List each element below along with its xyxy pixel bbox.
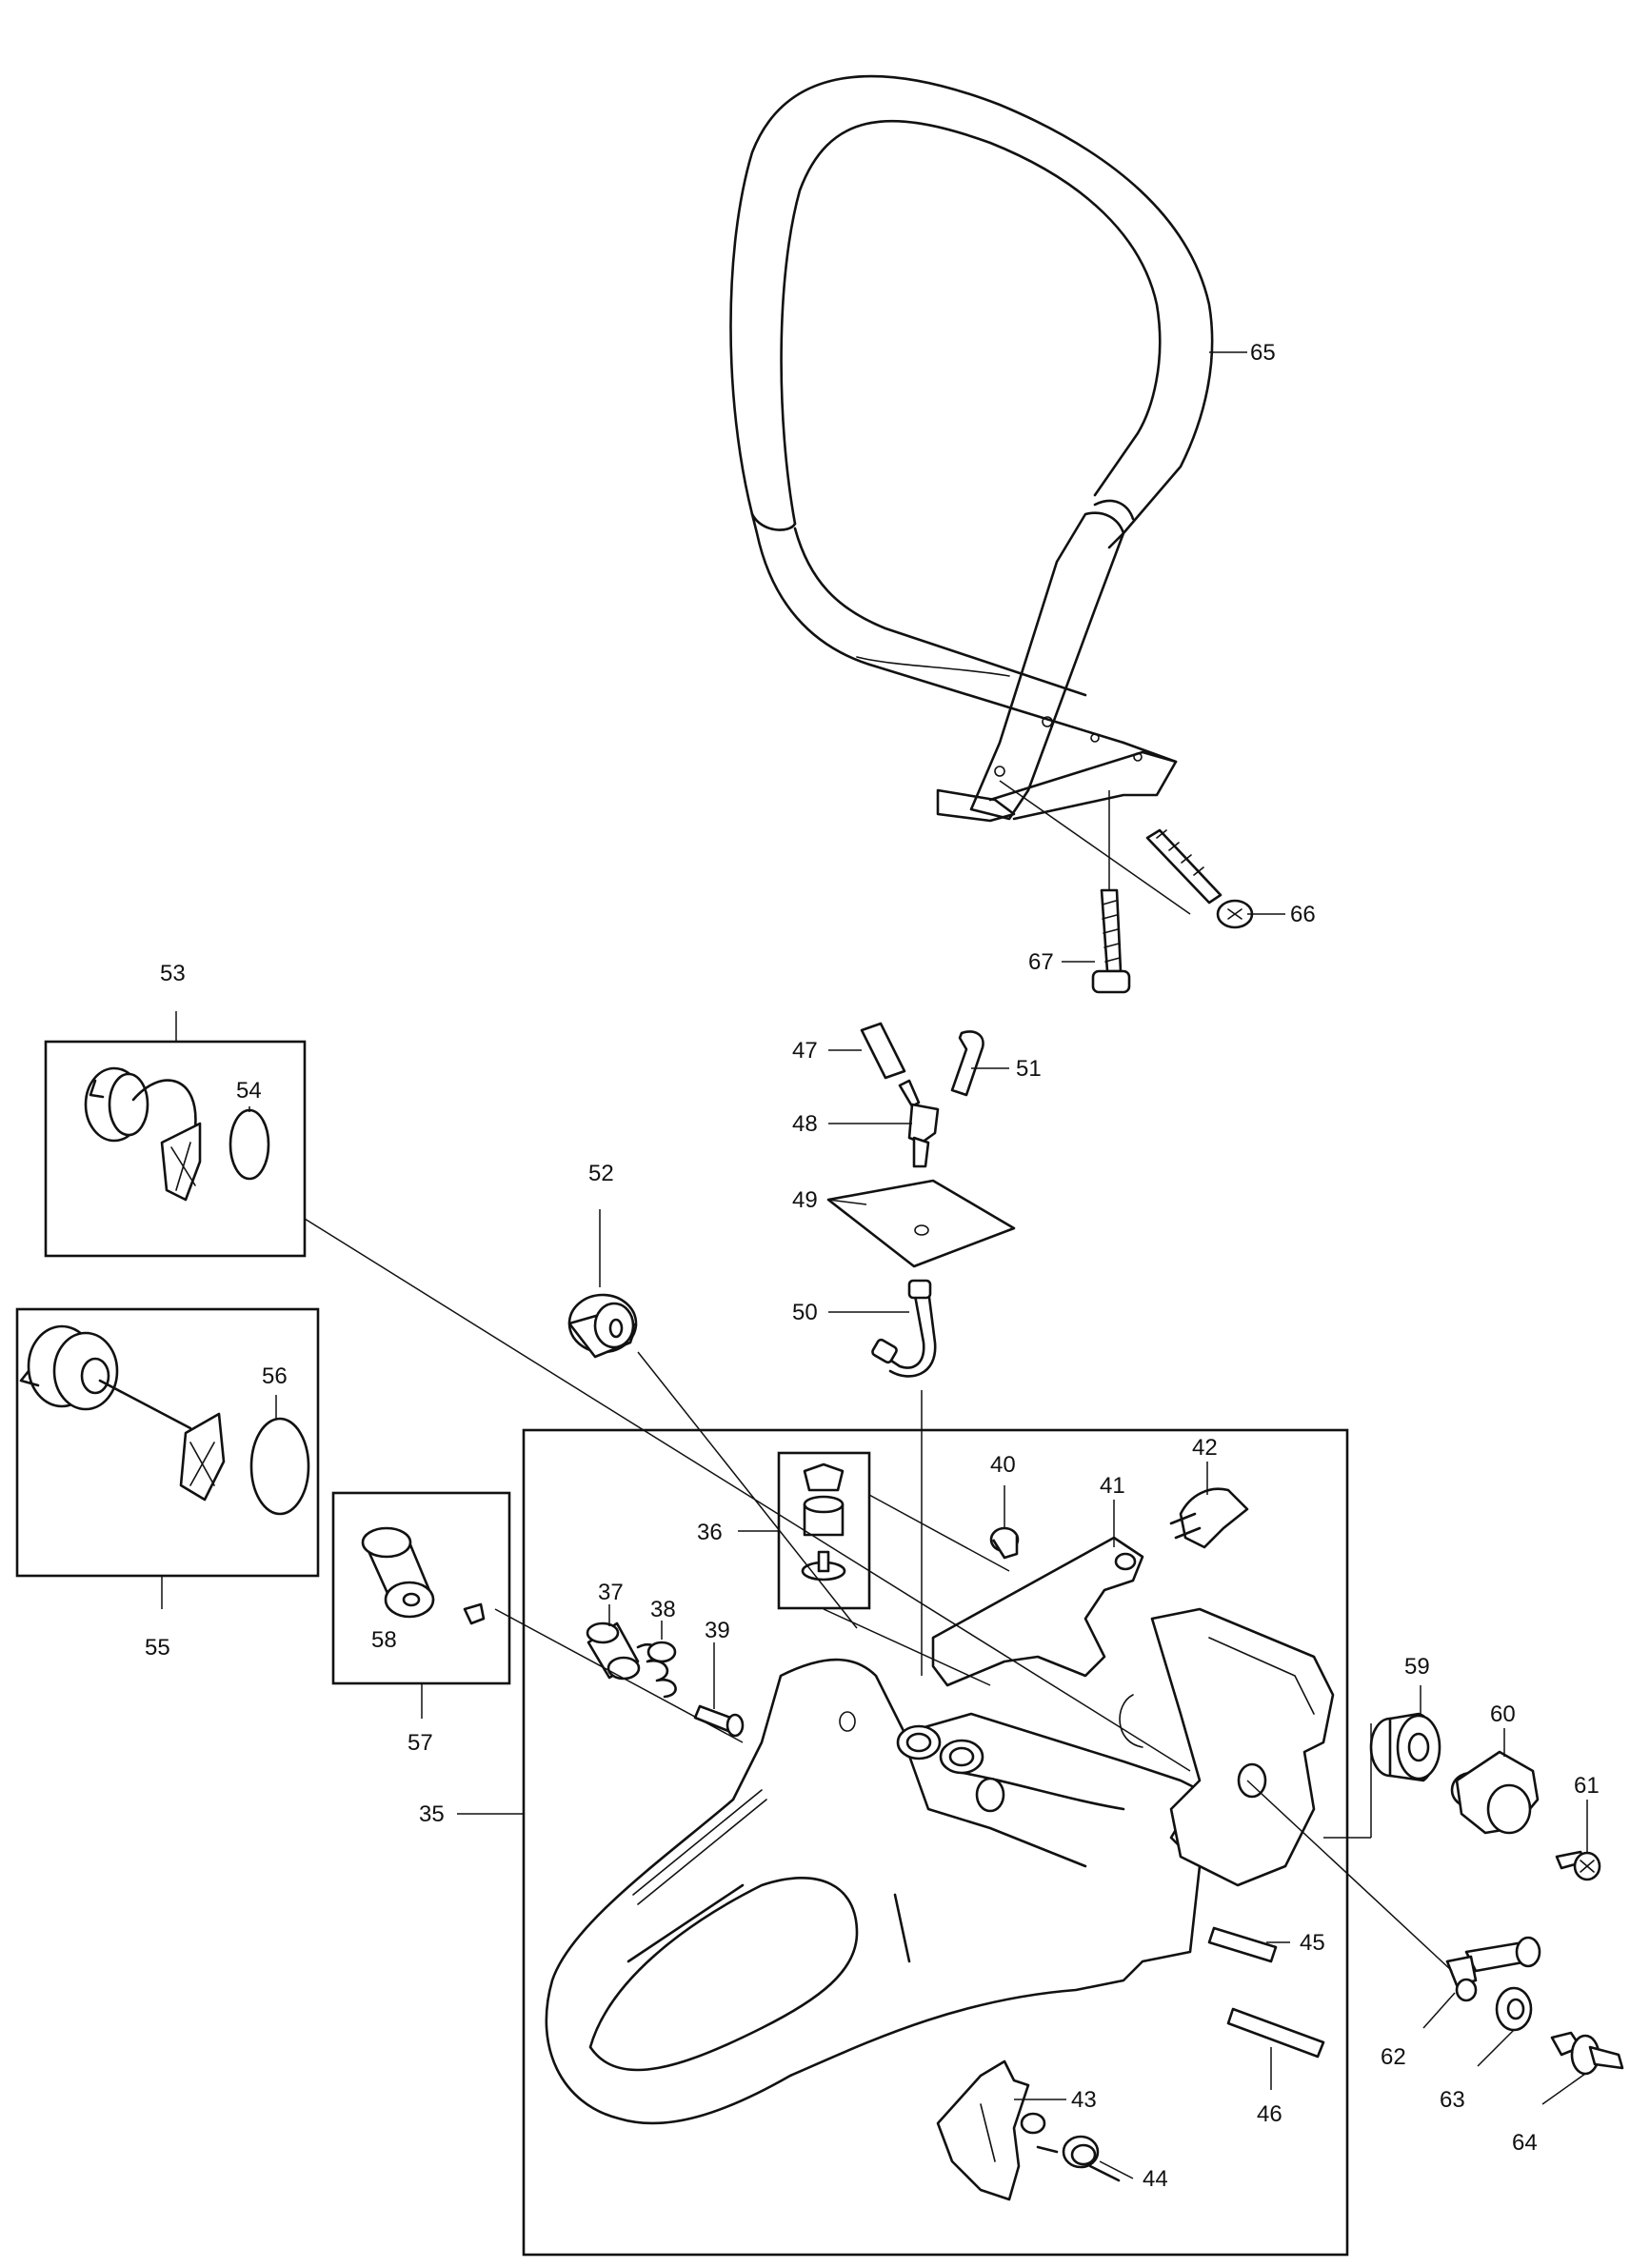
callout-43: 43	[1071, 2087, 1097, 2113]
spring-44	[1036, 2135, 1121, 2182]
callout-59: 59	[1404, 1654, 1430, 1680]
kit-box-35	[522, 1428, 1349, 2257]
screw-64	[1550, 2031, 1624, 2076]
callout-65: 65	[1250, 340, 1276, 366]
callout-55: 55	[145, 1635, 170, 1661]
callout-39: 39	[705, 1618, 730, 1643]
callout-52: 52	[588, 1161, 614, 1186]
callout-61: 61	[1574, 1773, 1600, 1799]
kit-box-53	[44, 1040, 307, 1258]
spring-clip-42	[1169, 1487, 1249, 1549]
pipe-50	[871, 1279, 937, 1378]
filter-58	[361, 1526, 435, 1619]
callout-60: 60	[1490, 1701, 1516, 1727]
pipe-47	[860, 1022, 906, 1080]
lever-43	[936, 2059, 1046, 2201]
callout-40: 40	[990, 1452, 1016, 1478]
callout-64: 64	[1512, 2130, 1538, 2156]
pin-46	[1226, 2007, 1325, 2059]
screw-61	[1555, 1850, 1601, 1881]
o-ring-54	[229, 1108, 270, 1181]
callout-66: 66	[1290, 902, 1316, 927]
callout-51: 51	[1016, 1056, 1042, 1082]
screw-67	[1091, 888, 1131, 994]
callout-63: 63	[1440, 2087, 1465, 2113]
grommet-kit-36	[801, 1462, 846, 1582]
bush-40	[989, 1526, 1020, 1560]
callout-44: 44	[1143, 2166, 1168, 2192]
damper-59	[1369, 1712, 1441, 1782]
sleeve-37	[586, 1621, 641, 1681]
callout-37: 37	[598, 1580, 624, 1605]
callout-48: 48	[792, 1111, 818, 1137]
leader-lines	[161, 351, 1588, 2179]
oil-cap	[84, 1066, 202, 1202]
kit-box-57	[331, 1491, 511, 1685]
callout-57: 57	[408, 1730, 433, 1756]
rear-handle-housing-35	[545, 1607, 1335, 2125]
callout-41: 41	[1100, 1473, 1125, 1499]
callout-53: 53	[160, 961, 186, 986]
callout-67: 67	[1028, 949, 1054, 975]
callout-54: 54	[236, 1078, 262, 1104]
o-ring-56	[249, 1417, 310, 1516]
callout-42: 42	[1192, 1435, 1218, 1461]
pin-39	[693, 1704, 745, 1738]
fuel-cap	[19, 1324, 226, 1502]
callout-62: 62	[1381, 2044, 1406, 2070]
lever-41	[931, 1536, 1144, 1687]
fuel-valve-48	[898, 1079, 940, 1168]
callout-45: 45	[1300, 1930, 1325, 1956]
washer-63	[1495, 1986, 1533, 2032]
callout-35: 35	[419, 1801, 445, 1827]
callout-47: 47	[792, 1038, 818, 1064]
front-handle-bar	[729, 74, 1214, 823]
hose-51	[950, 1030, 984, 1097]
callout-56: 56	[262, 1363, 288, 1389]
nut-57	[463, 1602, 486, 1625]
damper-52	[567, 1293, 638, 1359]
callout-50: 50	[792, 1300, 818, 1325]
callout-58: 58	[371, 1627, 397, 1653]
callout-36: 36	[697, 1520, 723, 1545]
callout-labels: 65 66 67 53 54 47 51 48 52 49 50 56 40 4…	[145, 340, 1600, 2192]
callout-49: 49	[792, 1187, 818, 1213]
spring-38	[636, 1641, 677, 1699]
rod-62	[1445, 1936, 1541, 2002]
pin-45	[1207, 1926, 1278, 1963]
kit-box-55	[15, 1307, 320, 1578]
callout-38: 38	[650, 1597, 676, 1622]
callout-46: 46	[1257, 2101, 1282, 2127]
damper-60	[1450, 1750, 1540, 1835]
plate-49	[826, 1179, 1016, 1268]
screw-66	[1145, 828, 1254, 929]
